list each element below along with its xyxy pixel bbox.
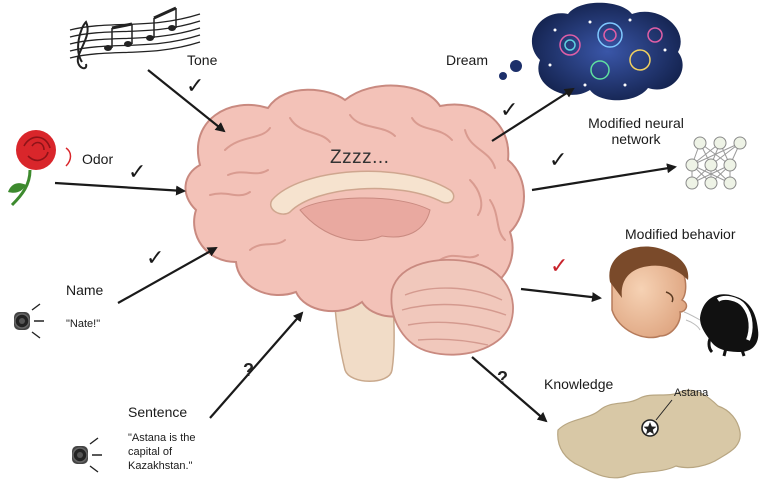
arrow-name xyxy=(117,247,218,304)
dream-label: Dream xyxy=(446,52,489,68)
brain-folds xyxy=(209,114,506,261)
speaker-icon-name xyxy=(14,303,44,339)
tone-check-icon: ✓ xyxy=(186,74,205,99)
knowledge-question-mark: ? xyxy=(497,368,508,388)
arrow-sentence xyxy=(209,311,304,419)
arrow-odor xyxy=(54,181,186,196)
cerebellum-folds xyxy=(401,287,507,346)
name-label: Name xyxy=(66,282,104,298)
tone-label: Tone xyxy=(187,52,218,68)
arrow-behavior xyxy=(520,287,602,303)
music-notes-icon xyxy=(69,6,201,70)
name-check-icon: ✓ xyxy=(146,246,165,271)
inner-brain-region xyxy=(299,197,431,241)
sentence-quote-line-3: Kazakhstan." xyxy=(128,460,193,472)
dream-cloud-icon xyxy=(499,2,683,101)
behavior-check-icon-red: ✓ xyxy=(550,254,569,279)
odor-check-icon: ✓ xyxy=(128,160,147,185)
odor-label: Odor xyxy=(82,151,114,167)
behavior-label: Modified behavior xyxy=(625,226,736,242)
cerebellum xyxy=(390,259,514,356)
name-quote: "Nate!" xyxy=(66,318,101,330)
sentence-question-mark: ? xyxy=(243,360,254,380)
arrow-tone xyxy=(147,69,226,133)
network-check-icon: ✓ xyxy=(549,148,568,173)
brain-label: Zzzz... xyxy=(330,147,390,168)
corpus-callosum xyxy=(269,170,455,215)
face-and-skunk-icon xyxy=(609,246,759,357)
brain-illustration xyxy=(184,84,525,382)
arrow-network xyxy=(531,163,677,192)
kazakhstan-map-icon xyxy=(557,389,741,479)
arrow-knowledge xyxy=(471,356,548,423)
network-label-line-2: network xyxy=(611,131,661,147)
arrows xyxy=(54,69,677,423)
network-label-line-1: Modified neural xyxy=(588,115,684,131)
sentence-quote-line-2: capital of xyxy=(128,446,173,458)
knowledge-label: Knowledge xyxy=(544,376,614,392)
rose-icon xyxy=(8,130,72,207)
neural-network-icon xyxy=(685,136,747,190)
speaker-icon-sentence xyxy=(72,437,102,473)
sentence-quote-line-1: "Astana is the xyxy=(128,432,196,444)
arrow-dream xyxy=(491,87,575,142)
map-label-astana: Astana xyxy=(674,387,709,399)
sentence-label: Sentence xyxy=(128,404,188,420)
dream-check-icon: ✓ xyxy=(500,98,519,123)
